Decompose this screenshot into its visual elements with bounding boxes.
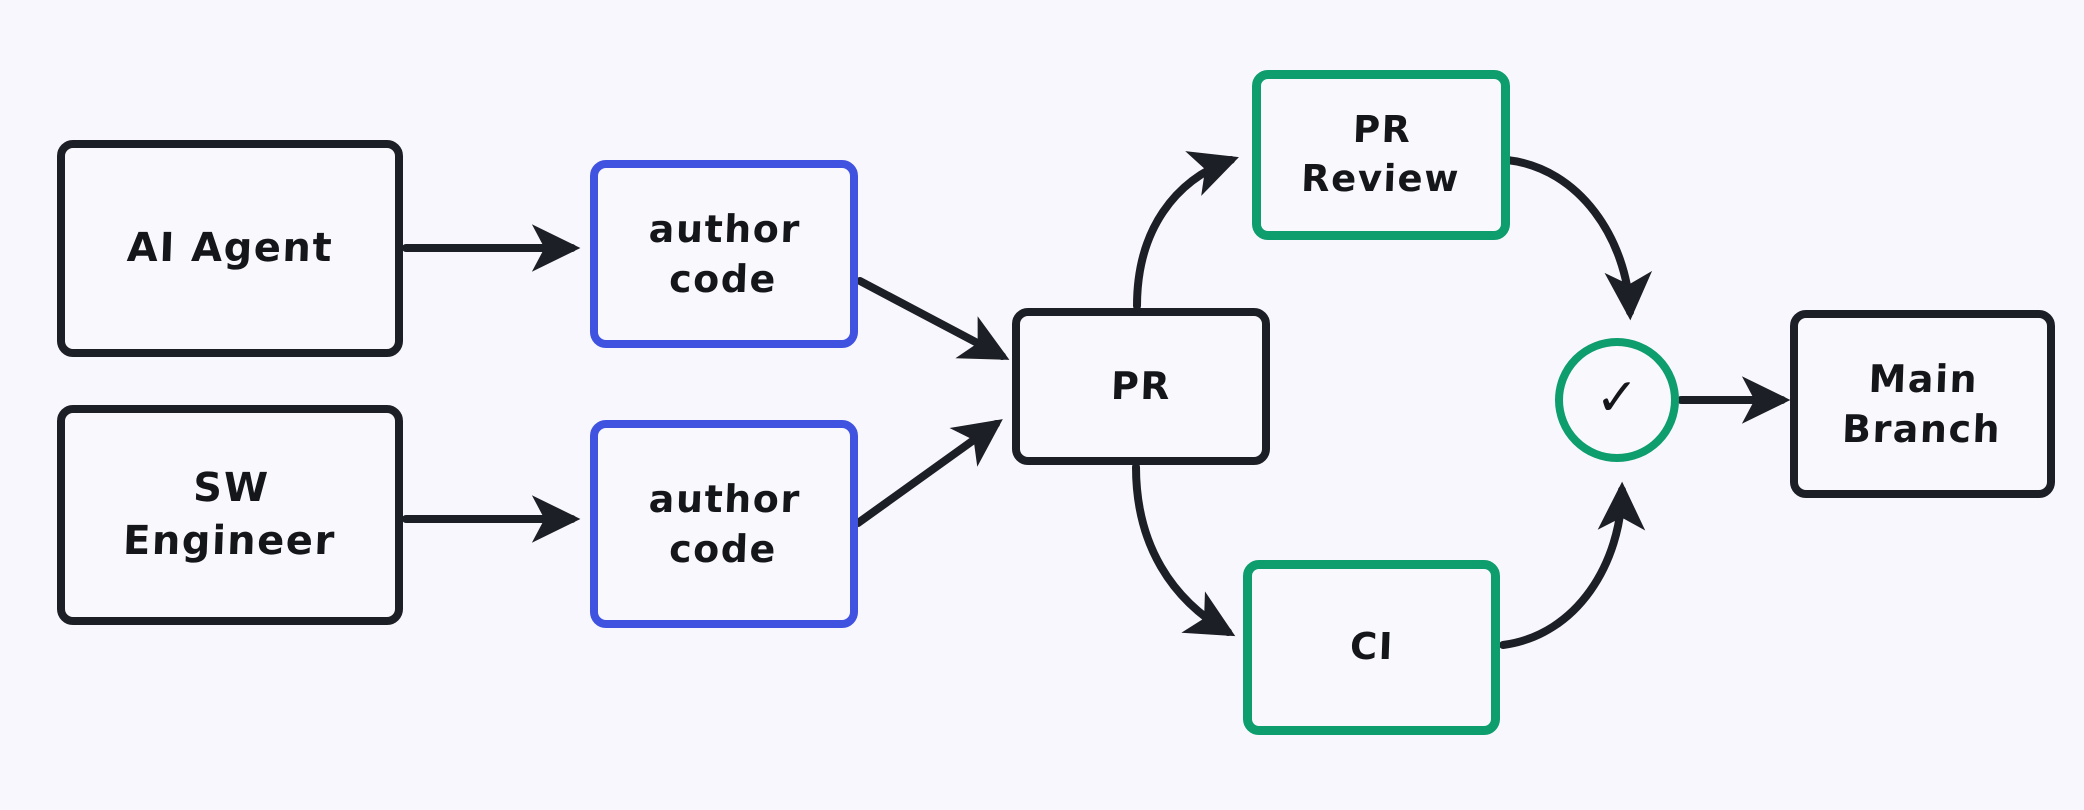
edge-author-code-engineer-to-pr bbox=[854, 419, 1003, 527]
node-pr-review-label: PR Review bbox=[1300, 108, 1461, 200]
node-main-branch[interactable]: Main Branch bbox=[1790, 310, 2055, 498]
node-ai-agent-label: AI Agent bbox=[126, 225, 334, 272]
node-author-code-engineer-label: author code bbox=[648, 476, 802, 571]
node-sw-engineer-label: SW Engineer bbox=[121, 465, 337, 564]
edge-pr-to-ci bbox=[1132, 463, 1236, 637]
node-main-branch-label: Main Branch bbox=[1841, 356, 2002, 451]
edge-pr-to-pr-review bbox=[1133, 151, 1239, 310]
node-ai-agent[interactable]: AI Agent bbox=[57, 140, 403, 357]
node-pr-review[interactable]: PR Review bbox=[1252, 70, 1510, 240]
node-sw-engineer[interactable]: SW Engineer bbox=[57, 405, 403, 625]
edge-author-code-agent-to-pr bbox=[856, 277, 1010, 360]
edge-ci-to-check bbox=[1499, 481, 1646, 649]
node-author-code-engineer[interactable]: author code bbox=[590, 420, 858, 628]
check-icon: ✓ bbox=[1595, 368, 1639, 428]
node-pr-label: PR bbox=[1110, 364, 1172, 409]
node-ci[interactable]: CI bbox=[1243, 560, 1500, 735]
node-pr[interactable]: PR bbox=[1012, 308, 1270, 465]
node-ci-label: CI bbox=[1348, 625, 1395, 669]
approved-check-node[interactable]: ✓ bbox=[1555, 338, 1679, 462]
edge-pr-review-to-check bbox=[1503, 156, 1653, 321]
node-author-code-agent[interactable]: author code bbox=[590, 160, 858, 348]
node-author-code-agent-label: author code bbox=[648, 206, 802, 301]
